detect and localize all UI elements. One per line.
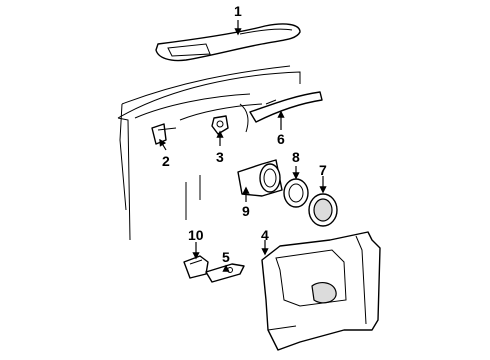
callout-5: 5 bbox=[222, 249, 230, 265]
speaker-grille bbox=[308, 193, 338, 227]
quarter-trim-panel bbox=[261, 231, 381, 351]
retainer-clip bbox=[211, 115, 229, 135]
callout-10: 10 bbox=[188, 227, 204, 243]
speaker-bracket bbox=[237, 159, 283, 197]
leader-2 bbox=[159, 138, 167, 151]
arch-trim-piece bbox=[249, 91, 323, 123]
callout-7: 7 bbox=[319, 162, 327, 178]
callout-3: 3 bbox=[216, 149, 224, 165]
callout-2: 2 bbox=[162, 153, 170, 169]
body-shell-outline bbox=[117, 65, 301, 241]
callout-9: 9 bbox=[242, 203, 250, 219]
callout-4: 4 bbox=[261, 227, 269, 243]
small-housing bbox=[183, 255, 209, 279]
upper-trim-panel bbox=[155, 23, 301, 62]
callout-8: 8 bbox=[292, 149, 300, 165]
mounting-bracket bbox=[205, 263, 245, 283]
callout-1: 1 bbox=[234, 3, 242, 19]
speaker-ring bbox=[283, 178, 309, 208]
callout-leaders bbox=[159, 20, 327, 272]
callout-6: 6 bbox=[277, 131, 285, 147]
callout-labels: 1 2 3 4 5 6 7 8 9 10 bbox=[162, 3, 327, 265]
bracket bbox=[151, 123, 177, 145]
